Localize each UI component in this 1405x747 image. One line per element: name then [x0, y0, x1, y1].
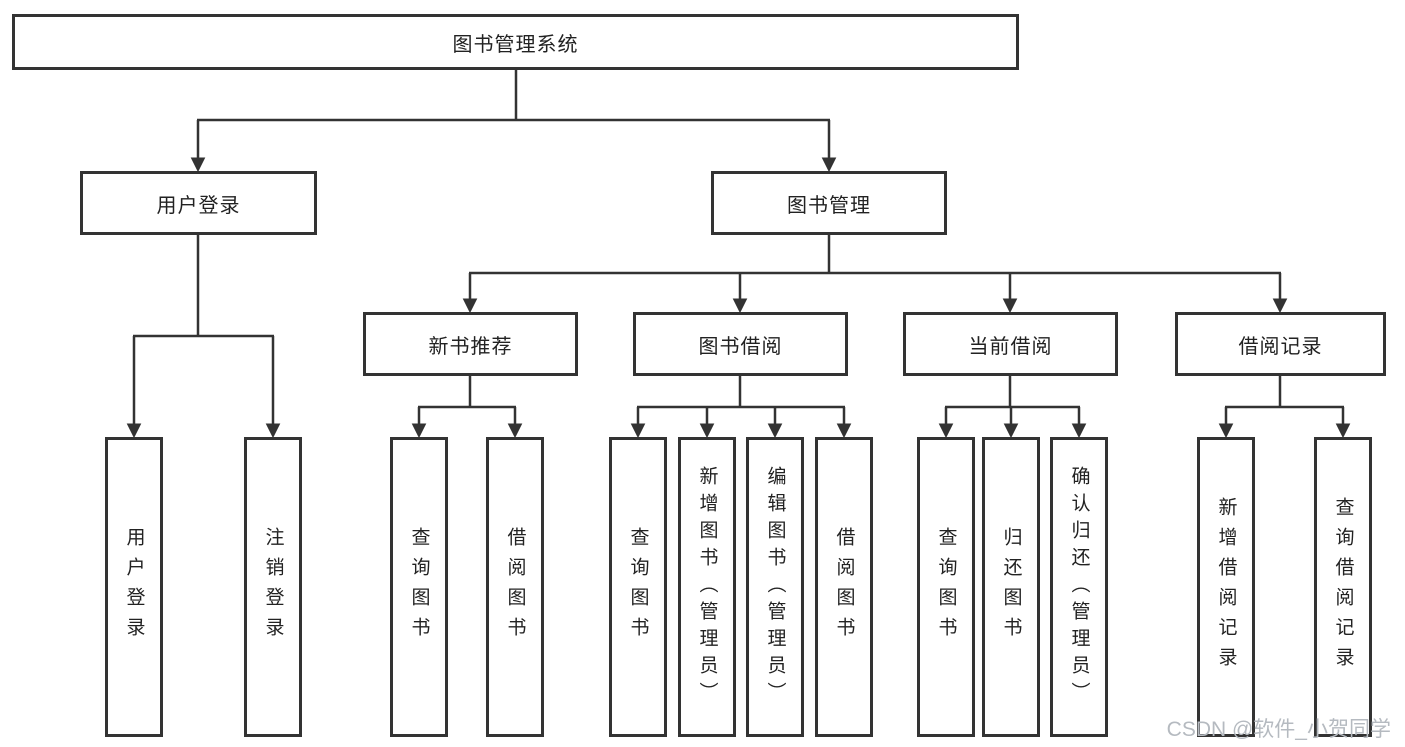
leaf-label: 查询图书 — [408, 527, 430, 647]
leaf-label: 查询借阅记录 — [1332, 497, 1354, 677]
leaf-query-books: 查询图书 — [609, 437, 667, 737]
node-borrowing-records: 借阅记录 — [1175, 312, 1386, 376]
node-book-management: 图书管理 — [711, 171, 947, 235]
leaf-label: 归还图书 — [1000, 527, 1022, 647]
leaf-query-borrow-record: 查询借阅记录 — [1314, 437, 1372, 737]
leaf-edit-books-admin: 编辑图书（管理员） — [746, 437, 804, 737]
node-book-borrowing: 图书借阅 — [633, 312, 848, 376]
leaf-label: 查询图书 — [935, 527, 957, 647]
leaf-label: 新增图书（管理员） — [696, 465, 718, 709]
leaf-label: 注销登录 — [262, 527, 284, 647]
leaf-label: 借阅图书 — [833, 527, 855, 647]
node-new-book-recommendation: 新书推荐 — [363, 312, 578, 376]
leaf-label: 用户登录 — [123, 527, 145, 647]
leaf-label: 新增借阅记录 — [1215, 497, 1237, 677]
leaf-query-books: 查询图书 — [390, 437, 448, 737]
leaf-label: 借阅图书 — [504, 527, 526, 647]
leaf-logout: 注销登录 — [244, 437, 302, 737]
leaf-label: 查询图书 — [627, 527, 649, 647]
node-user-login: 用户登录 — [80, 171, 317, 235]
node-current-borrowing: 当前借阅 — [903, 312, 1118, 376]
leaf-borrow-books: 借阅图书 — [815, 437, 873, 737]
node-library-management-system: 图书管理系统 — [12, 14, 1019, 70]
leaf-return-books: 归还图书 — [982, 437, 1040, 737]
leaf-borrow-books: 借阅图书 — [486, 437, 544, 737]
leaf-label: 确认归还（管理员） — [1068, 465, 1090, 709]
leaf-query-books: 查询图书 — [917, 437, 975, 737]
leaf-confirm-return-admin: 确认归还（管理员） — [1050, 437, 1108, 737]
leaf-label: 编辑图书（管理员） — [764, 465, 786, 709]
leaf-user-login: 用户登录 — [105, 437, 163, 737]
leaf-add-books-admin: 新增图书（管理员） — [678, 437, 736, 737]
leaf-add-borrow-record: 新增借阅记录 — [1197, 437, 1255, 737]
